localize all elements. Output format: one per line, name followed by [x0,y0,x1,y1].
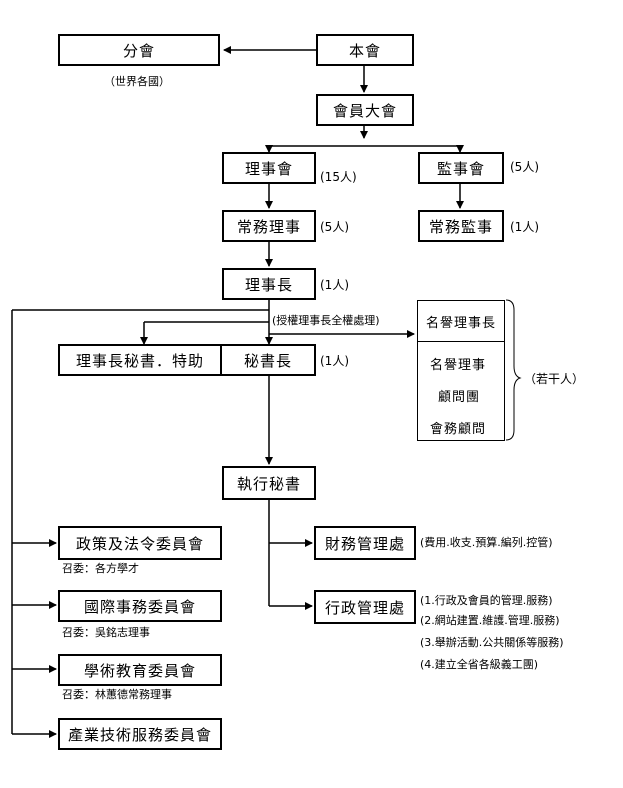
hq-label: 本會 [348,41,381,60]
standing-supervisor-count: (1人) [510,220,539,234]
secretary-general-box: 秘書長 [220,344,316,376]
academic-convener: 召委：林蕙德常務理事 [62,688,172,701]
authorization-note: (授權理事長全權處理) [272,314,380,327]
honorary-chair-box: 名譽理事長 [417,300,505,342]
chairman-count: (1人) [320,278,349,292]
admin-office-box: 行政管理處 [314,590,416,624]
intl-committee-label: 國際事務委員會 [83,597,196,616]
affairs-advisor-label: 會務顧問 [430,422,487,437]
chairman-label: 理事長 [244,275,293,294]
honorary-brace [505,299,522,441]
supervisors-label: 監事會 [436,159,485,178]
standing-supervisor-box: 常務監事 [418,210,504,242]
honorary-count: （若干人） [524,372,585,386]
branch-label: 分會 [122,41,155,60]
admin-duty-2: (2.網站建置.維護.管理.服務) [420,614,560,627]
general-assembly-label: 會員大會 [332,101,397,120]
academic-committee-label: 學術教育委員會 [83,661,196,680]
policy-convener: 召委：各方學才 [62,562,139,575]
industry-committee-label: 產業技術服務委員會 [67,725,212,744]
policy-committee-label: 政策及法令委員會 [75,534,204,553]
honorary-group-box [417,341,505,441]
finance-office-box: 財務管理處 [314,526,416,560]
standing-directors-count: (5人) [320,220,349,234]
intl-committee-box: 國際事務委員會 [58,590,222,622]
admin-duty-4: (4.建立全省各級義工團) [420,658,539,671]
policy-committee-box: 政策及法令委員會 [58,526,222,560]
honorary-directors-label: 名譽理事 [430,358,487,373]
standing-directors-label: 常務理事 [236,217,301,236]
standing-directors-box: 常務理事 [222,210,316,242]
secretary-general-label: 秘書長 [243,351,292,370]
intl-convener: 召委：吳銘志理事 [62,626,150,639]
supervisors-box: 監事會 [418,152,504,184]
industry-committee-box: 產業技術服務委員會 [58,718,222,750]
executive-secretary-label: 執行秘書 [236,474,301,493]
secretary-general-count: (1人) [320,354,349,368]
finance-office-label: 財務管理處 [324,534,405,553]
general-assembly-box: 會員大會 [316,94,414,126]
board-label: 理事會 [244,159,293,178]
admin-duty-3: (3.舉辦活動.公共關係等服務) [420,636,564,649]
board-box: 理事會 [222,152,316,184]
chairman-secretary-label: 理事長秘書．特助 [75,351,204,370]
branch-box: 分會 [58,34,220,66]
finance-duties: (費用.收支.預算.編列.控管) [420,536,553,549]
chairman-secretary-box: 理事長秘書．特助 [58,344,222,376]
standing-supervisor-label: 常務監事 [428,217,493,236]
executive-secretary-box: 執行秘書 [222,466,316,500]
hq-box: 本會 [316,34,414,66]
academic-committee-box: 學術教育委員會 [58,654,222,686]
branch-note: （世界各國） [104,75,170,88]
board-count: (15人) [320,170,357,184]
chairman-box: 理事長 [222,268,316,300]
honorary-chair-label: 名譽理事長 [425,315,496,331]
advisory-group-label: 顧問團 [438,390,481,405]
admin-office-label: 行政管理處 [324,598,405,617]
admin-duty-1: (1.行政及會員的管理.服務) [420,594,553,607]
supervisors-count: (5人) [510,160,539,174]
